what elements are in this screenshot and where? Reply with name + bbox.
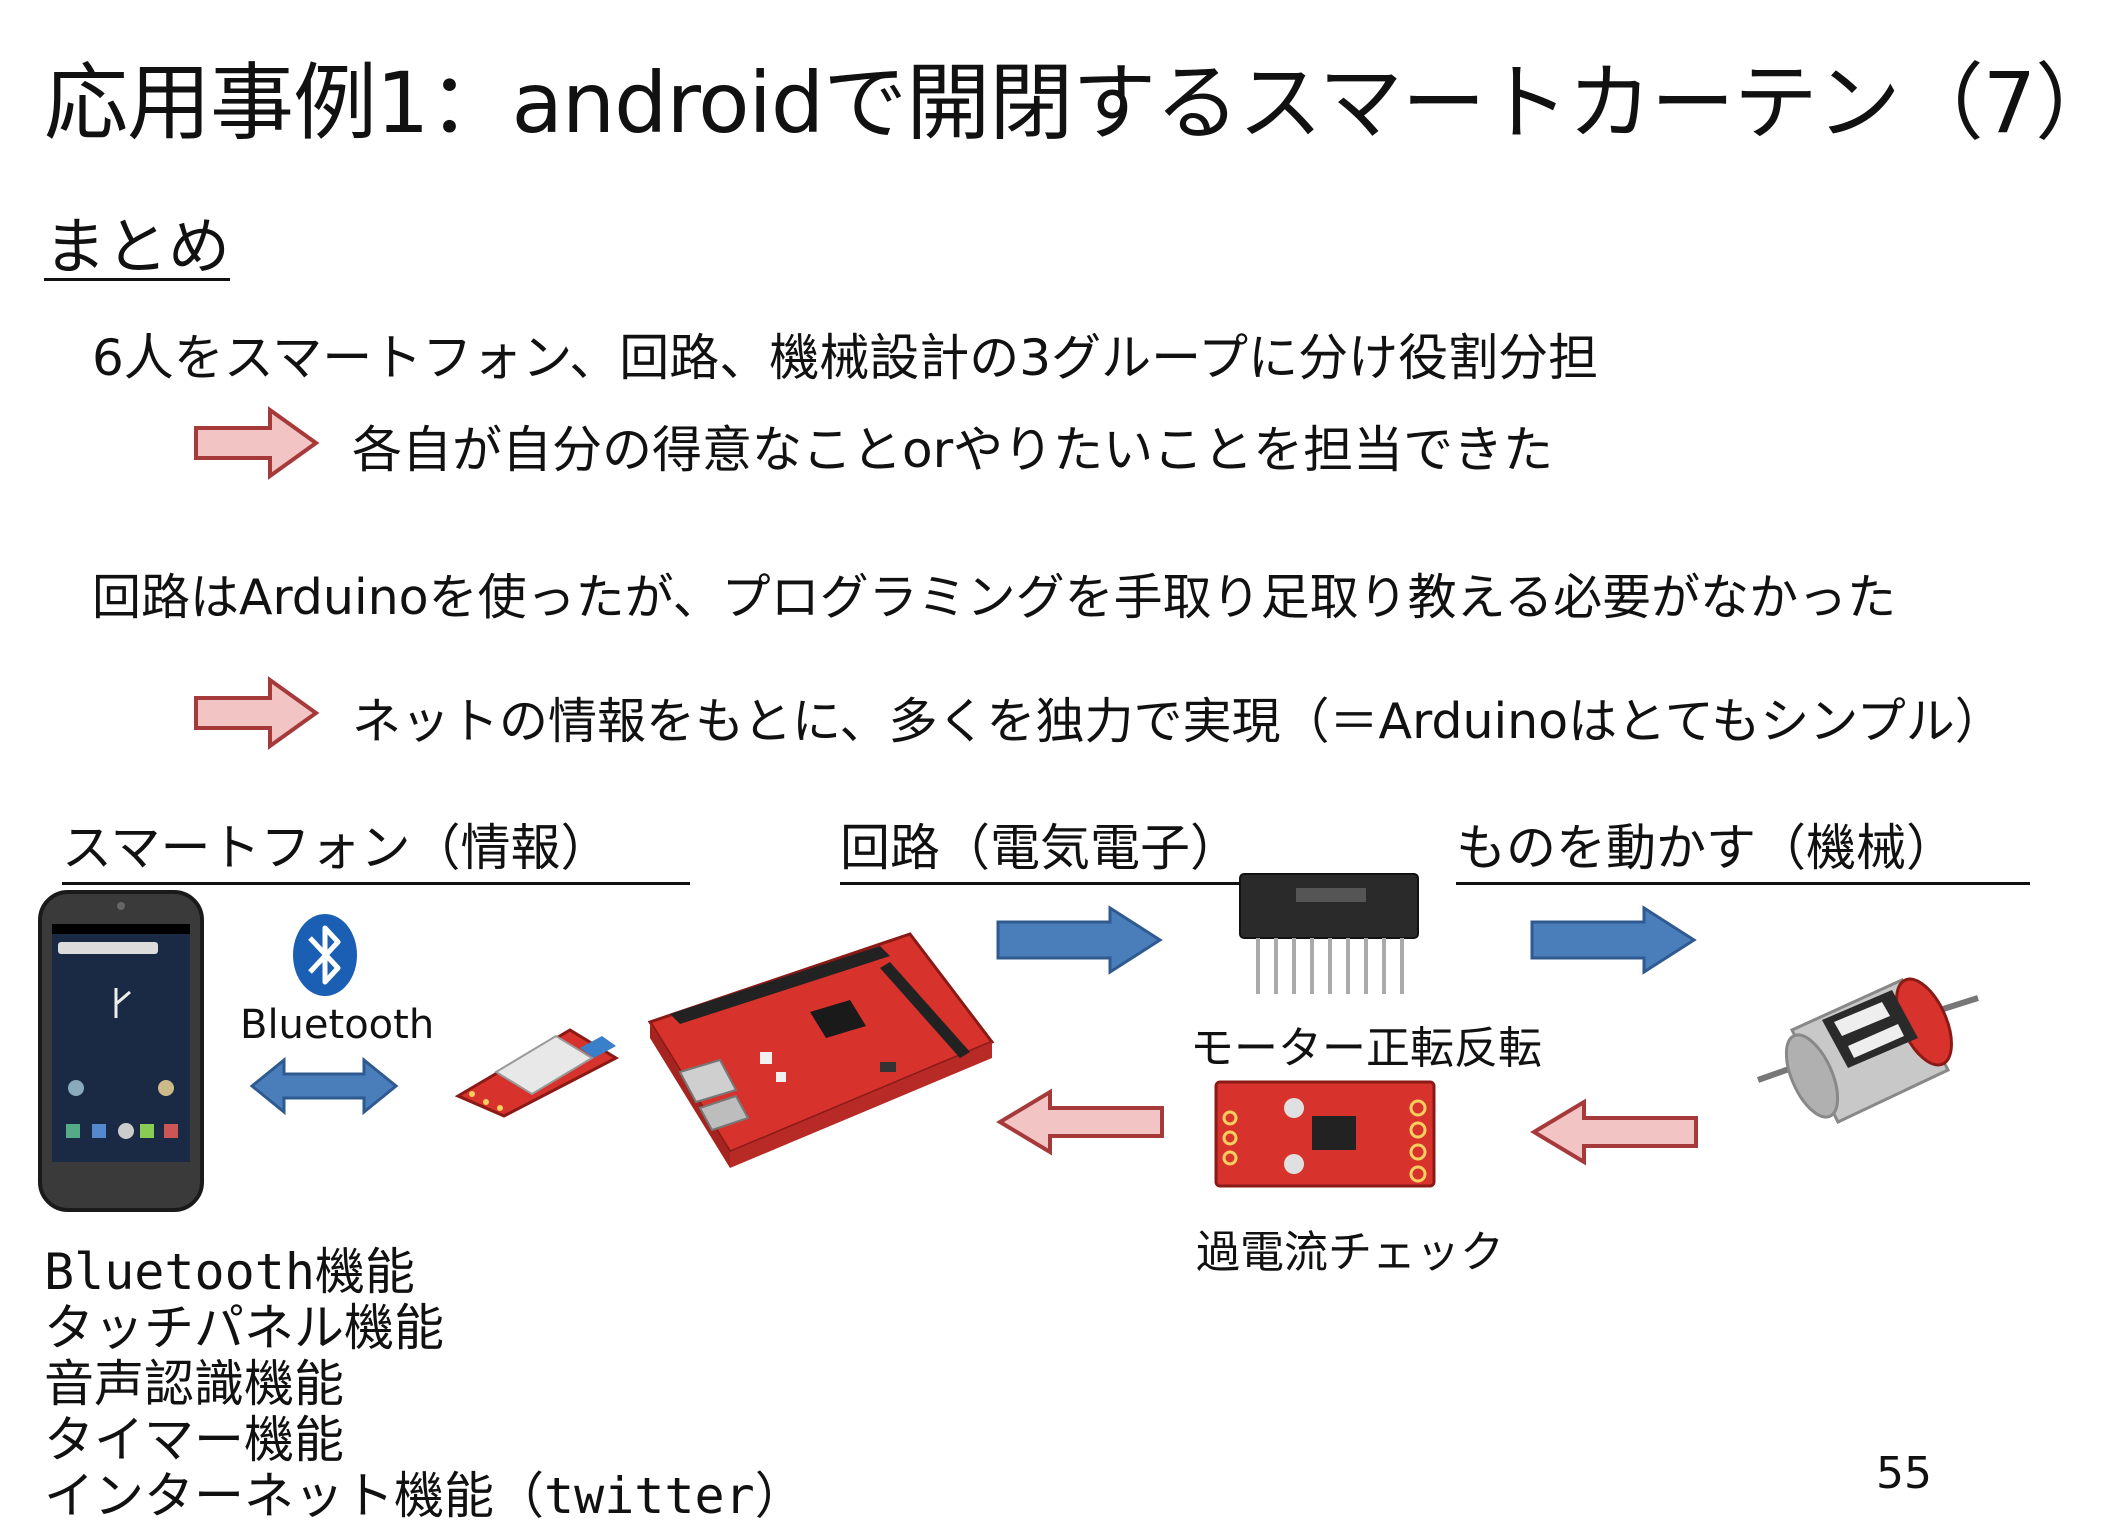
motor-driver-ic-image — [1239, 873, 1419, 994]
feature-item: 音声認識機能 — [44, 1355, 344, 1413]
feedback-arrow-from-motor — [1530, 1098, 1698, 1166]
summary-line-1: 6人をスマートフォン、回路、機械設計の3グループに分け役割分担 — [92, 329, 1599, 387]
smartphone-image — [38, 890, 204, 1212]
result-arrow-1 — [194, 406, 320, 480]
arrow-to-motor — [1530, 905, 1697, 975]
summary-line-3: 回路はArduinoを使ったが、プログラミングを手取り足取り教える必要がなかった — [92, 569, 1897, 626]
feature-item: タッチパネル機能 — [44, 1299, 444, 1357]
page-number: 55 — [1876, 1448, 1932, 1499]
feature-item: Bluetooth機能 — [44, 1243, 415, 1301]
arrow-to-motor-driver — [996, 905, 1163, 975]
feedback-arrow-to-board — [996, 1088, 1164, 1156]
overcurrent-check-label: 過電流チェック — [1196, 1227, 1504, 1278]
current-sensor-image — [1214, 1080, 1436, 1188]
motor-control-label: モーター正転反転 — [1190, 1023, 1542, 1074]
section-circuit: 回路（電気電子） — [840, 808, 1296, 885]
section-mechanical: ものを動かす（機械） — [1456, 808, 2030, 885]
slide-title: 応用事例1：androidで開閉するスマートカーテン（7） — [44, 54, 2118, 152]
arduino-board-image — [647, 932, 995, 1168]
feature-item: インターネット機能（twitter） — [44, 1467, 805, 1525]
bluetooth-icon — [293, 914, 357, 996]
bidirectional-arrow — [249, 1056, 399, 1116]
section-smartphone: スマートフォン（情報） — [62, 808, 690, 885]
result-arrow-2 — [194, 676, 320, 750]
summary-line-4: ネットの情報をもとに、多くを独力で実現（＝Arduinoはとてもシンプル） — [352, 693, 2004, 750]
smartphone-feature-list: Bluetooth機能 タッチパネル機能 音声認識機能 タイマー機能 インターネ… — [44, 1244, 805, 1524]
feature-item: タイマー機能 — [44, 1411, 344, 1469]
bluetooth-module-image — [454, 1028, 620, 1118]
bluetooth-label: Bluetooth — [240, 1002, 435, 1048]
slide-heading: まとめ — [44, 210, 231, 283]
dc-motor-image — [1757, 977, 1979, 1124]
summary-line-2: 各自が自分の得意なことorやりたいことを担当できた — [352, 421, 1554, 479]
